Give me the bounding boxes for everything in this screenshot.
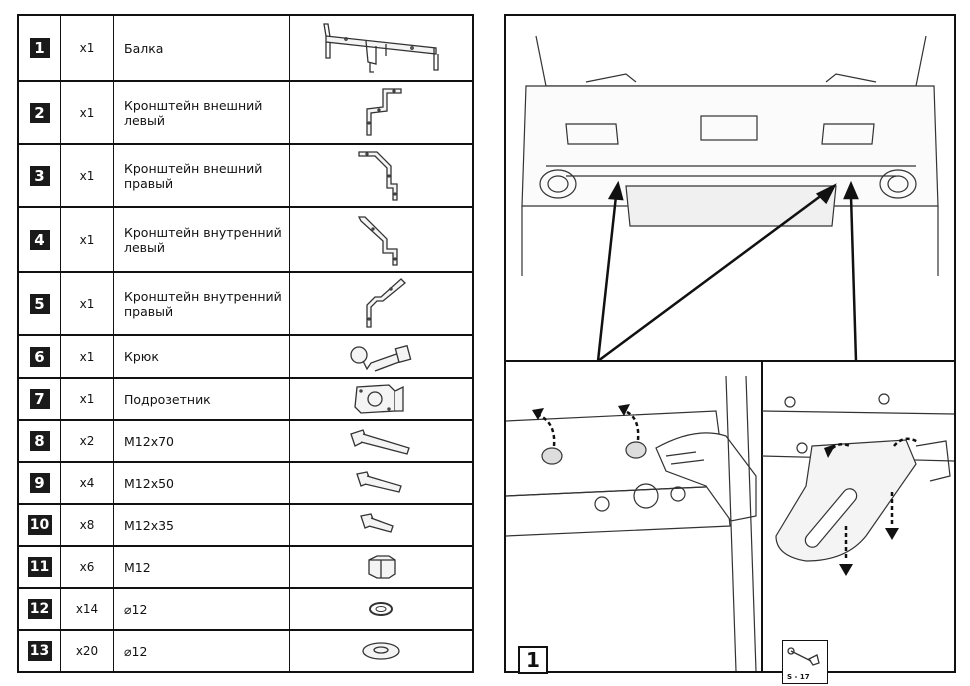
part-number: 6 (29, 346, 50, 367)
part-number: 8 (29, 431, 50, 451)
part-number: 2 (29, 102, 50, 123)
flat-washer-icon (362, 642, 400, 660)
part-name: Крюк (114, 336, 290, 377)
part-number: 11 (27, 557, 52, 577)
part-number: 7 (29, 389, 50, 409)
part-number: 3 (29, 165, 50, 186)
table-row: 11 x6 M12 (19, 547, 472, 589)
part-name: Подрозетник (114, 379, 290, 419)
table-row: 12 x14 ⌀12 (19, 589, 472, 631)
part-name: M12x35 (114, 505, 290, 545)
table-row: 8 x2 M12x70 (19, 421, 472, 463)
installation-panel: 1 S - 17 (486, 0, 970, 686)
beam-icon (323, 23, 439, 73)
socket-plate-icon (354, 384, 404, 414)
bracket-outer-right-icon (358, 150, 398, 201)
part-name: Кронштейн внутренний левый (114, 208, 290, 271)
part-qty: x1 (61, 16, 114, 80)
bracket-outer-left-icon (366, 87, 402, 136)
part-name: ⌀12 (114, 631, 290, 671)
part-qty: x20 (61, 631, 114, 671)
table-row: 10 x8 M12x35 (19, 505, 472, 547)
table-row: 2 x1 Кронштейн внешний левый (19, 82, 472, 145)
part-qty: x4 (61, 463, 114, 503)
installation-diagram (506, 35, 954, 671)
tool-indicator: S - 17 (782, 640, 828, 684)
part-qty: x1 (61, 336, 114, 377)
hook-icon (350, 344, 412, 372)
table-row: 13 x20 ⌀12 (19, 631, 472, 671)
part-name: M12x50 (114, 463, 290, 503)
part-number: 10 (27, 515, 52, 535)
step-number: 1 (518, 646, 548, 674)
wrench-icon (787, 647, 820, 666)
part-name: M12x70 (114, 421, 290, 461)
part-qty: x6 (61, 547, 114, 587)
part-name: Кронштейн внешний правый (114, 145, 290, 206)
bracket-inner-left-icon (357, 215, 398, 266)
part-name: Балка (114, 16, 290, 80)
bolt-medium-icon (356, 471, 402, 493)
spring-washer-icon (369, 602, 393, 616)
part-qty: x14 (61, 589, 114, 629)
installation-frame: 1 S - 17 (504, 14, 956, 684)
part-name: Кронштейн внутренний правый (114, 273, 290, 334)
part-name: ⌀12 (114, 589, 290, 629)
table-row: 7 x1 Подрозетник (19, 379, 472, 421)
part-qty: x1 (61, 145, 114, 206)
table-row: 6 x1 Крюк (19, 336, 472, 379)
part-qty: x2 (61, 421, 114, 461)
part-number: 13 (27, 641, 52, 661)
nut-icon (368, 555, 396, 579)
part-qty: x8 (61, 505, 114, 545)
bolt-short-icon (360, 513, 394, 533)
part-name: Кронштейн внешний левый (114, 82, 290, 143)
part-qty: x1 (61, 208, 114, 271)
part-name: M12 (114, 547, 290, 587)
part-number: 5 (29, 293, 50, 314)
part-number: 4 (29, 229, 50, 250)
tool-label: S - 17 (787, 673, 810, 681)
part-number: 12 (27, 599, 52, 619)
table-row: 1 x1 Балка (19, 16, 472, 82)
part-qty: x1 (61, 273, 114, 334)
bracket-inner-right-icon (366, 277, 406, 328)
parts-table: 1 x1 Балка 2 x1 Кронштейн внешний левый … (17, 14, 474, 673)
table-row: 9 x4 M12x50 (19, 463, 472, 505)
part-qty: x1 (61, 82, 114, 143)
part-number: 1 (29, 38, 50, 58)
bolt-long-icon (350, 429, 410, 455)
table-row: 5 x1 Кронштейн внутренний правый (19, 273, 472, 336)
part-qty: x1 (61, 379, 114, 419)
part-number: 9 (29, 473, 50, 493)
table-row: 3 x1 Кронштейн внешний правый (19, 145, 472, 208)
table-row: 4 x1 Кронштейн внутренний левый (19, 208, 472, 273)
